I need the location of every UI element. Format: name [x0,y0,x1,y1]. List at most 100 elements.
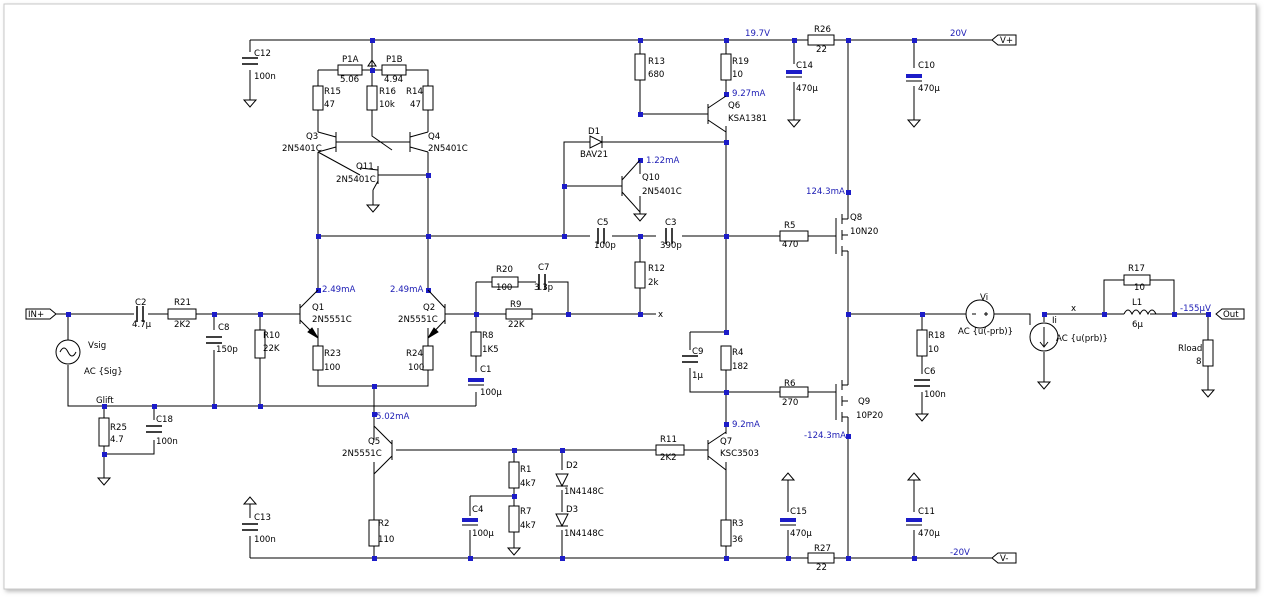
r3-name: R3 [732,519,743,529]
ground-icon [365,204,381,213]
c2-name: C2 [135,298,146,308]
ann-v-plus: 20V [950,29,967,39]
c3-value: 390p [660,241,682,251]
r2-value: 110 [378,535,394,545]
q7-value: KSC3503 [720,449,759,459]
r27-value: 22 [816,563,827,573]
r13-name: R13 [648,57,665,67]
probe-labels: x x Glift [96,304,1076,406]
net-vplus-flag[interactable]: V+ [991,34,1017,46]
q4-name: Q4 [428,132,440,142]
c3-name: C3 [665,218,676,228]
q3-name: Q3 [306,132,318,142]
q1-value: 2N5551C [312,315,352,325]
r23-value: 100 [324,363,340,373]
resistor-icon [720,53,732,81]
r26-value: 22 [816,45,827,55]
p1b-name: P1B [386,55,403,65]
c15-value: 470µ [790,529,812,539]
diode-icon [555,473,569,488]
net-out-flag[interactable]: Out [1215,308,1245,320]
q10-name: Q10 [642,173,660,183]
resistor-icon [254,329,266,359]
r11-name: R11 [660,435,677,445]
resistor-icon [634,261,646,289]
resistor-icon [422,85,434,111]
c7-name: C7 [538,263,549,273]
mosfet-icon [835,214,849,256]
c9-name: C9 [692,347,703,357]
transistor-icon [707,95,727,133]
c12-value: 100n [254,72,276,82]
r4-name: R4 [732,348,743,358]
d2-value: 1N4148C [564,487,604,497]
ann-i-out: -155µV [1180,304,1211,314]
ground-icon [1036,381,1052,390]
r11-value: 2K2 [660,453,677,463]
r23-name: R23 [324,349,341,359]
ground-icon [96,477,112,486]
resistor-icon [381,64,407,76]
q8-name: Q8 [850,213,862,223]
net-vminus-flag[interactable]: V- [991,552,1017,564]
c6-name: C6 [924,367,935,377]
resistor-icon [720,519,732,547]
c6-value: 100n [924,390,946,400]
r8-value: 1K5 [482,345,499,355]
q1-name: Q1 [312,303,324,313]
diode-icon [589,135,604,149]
inductor-icon [1123,309,1157,316]
ac-source-icon [55,339,81,365]
r24-name: R24 [406,349,423,359]
c18-name: C18 [156,415,173,425]
ground-icon [1200,389,1216,398]
c10-value: 470µ [918,84,940,94]
rload-value: 8 [1196,357,1201,367]
net-glift-label[interactable]: Glift [96,396,114,406]
r17-value: 10 [1134,283,1145,293]
r5-value: 470 [782,240,798,250]
capacitor-plate-icon [786,70,802,74]
resistor-icon [1202,339,1214,367]
c14-value: 470µ [796,84,818,94]
q9-value: 10P20 [856,411,883,421]
transistors [299,95,849,475]
ground-icon [906,119,922,128]
resistor-icon [491,276,519,288]
transistor-icon [373,425,393,475]
ann-v-top: 19.7V [745,29,770,39]
resistor-icon [655,444,685,456]
r5-name: R5 [784,221,795,231]
resistor-icon [312,85,324,111]
r3-value: 36 [732,535,743,545]
net-in-flag[interactable]: IN+ [25,308,57,320]
transistor-icon [359,166,395,191]
q4-value: 2N5401C [428,144,468,154]
ground-icon [506,547,522,556]
resistor-icon [720,345,732,371]
r18-name: R18 [928,331,945,341]
resistor-icon [508,505,520,533]
ann-i-q2: 2.49mA [390,285,424,295]
resistor-icon [916,329,928,357]
q5-value: 2N5551C [342,449,382,459]
r26-name: R26 [814,25,831,35]
net-x-label-2[interactable]: x [1071,304,1076,314]
r8-name: R8 [482,331,493,341]
d1-name: D1 [588,127,600,137]
q2-name: Q2 [423,303,435,313]
resistor-icon [167,308,197,320]
svg-text:V-: V- [1000,554,1008,564]
net-x-label-1[interactable]: x [658,310,663,320]
voltage-probe-icon [965,299,995,329]
component-labels: C12 100n C13 100n P1A 5.06 P1B 4.94 R15 … [84,25,1202,573]
r14-value: 47 [410,100,421,110]
c7-value: 3.3p [534,283,553,293]
resistor-icon [634,53,646,81]
capacitor-plate-icon [462,518,478,522]
c9-value: 1µ [692,371,703,381]
r1-name: R1 [520,465,531,475]
p1a-value: 5.06 [340,75,359,85]
